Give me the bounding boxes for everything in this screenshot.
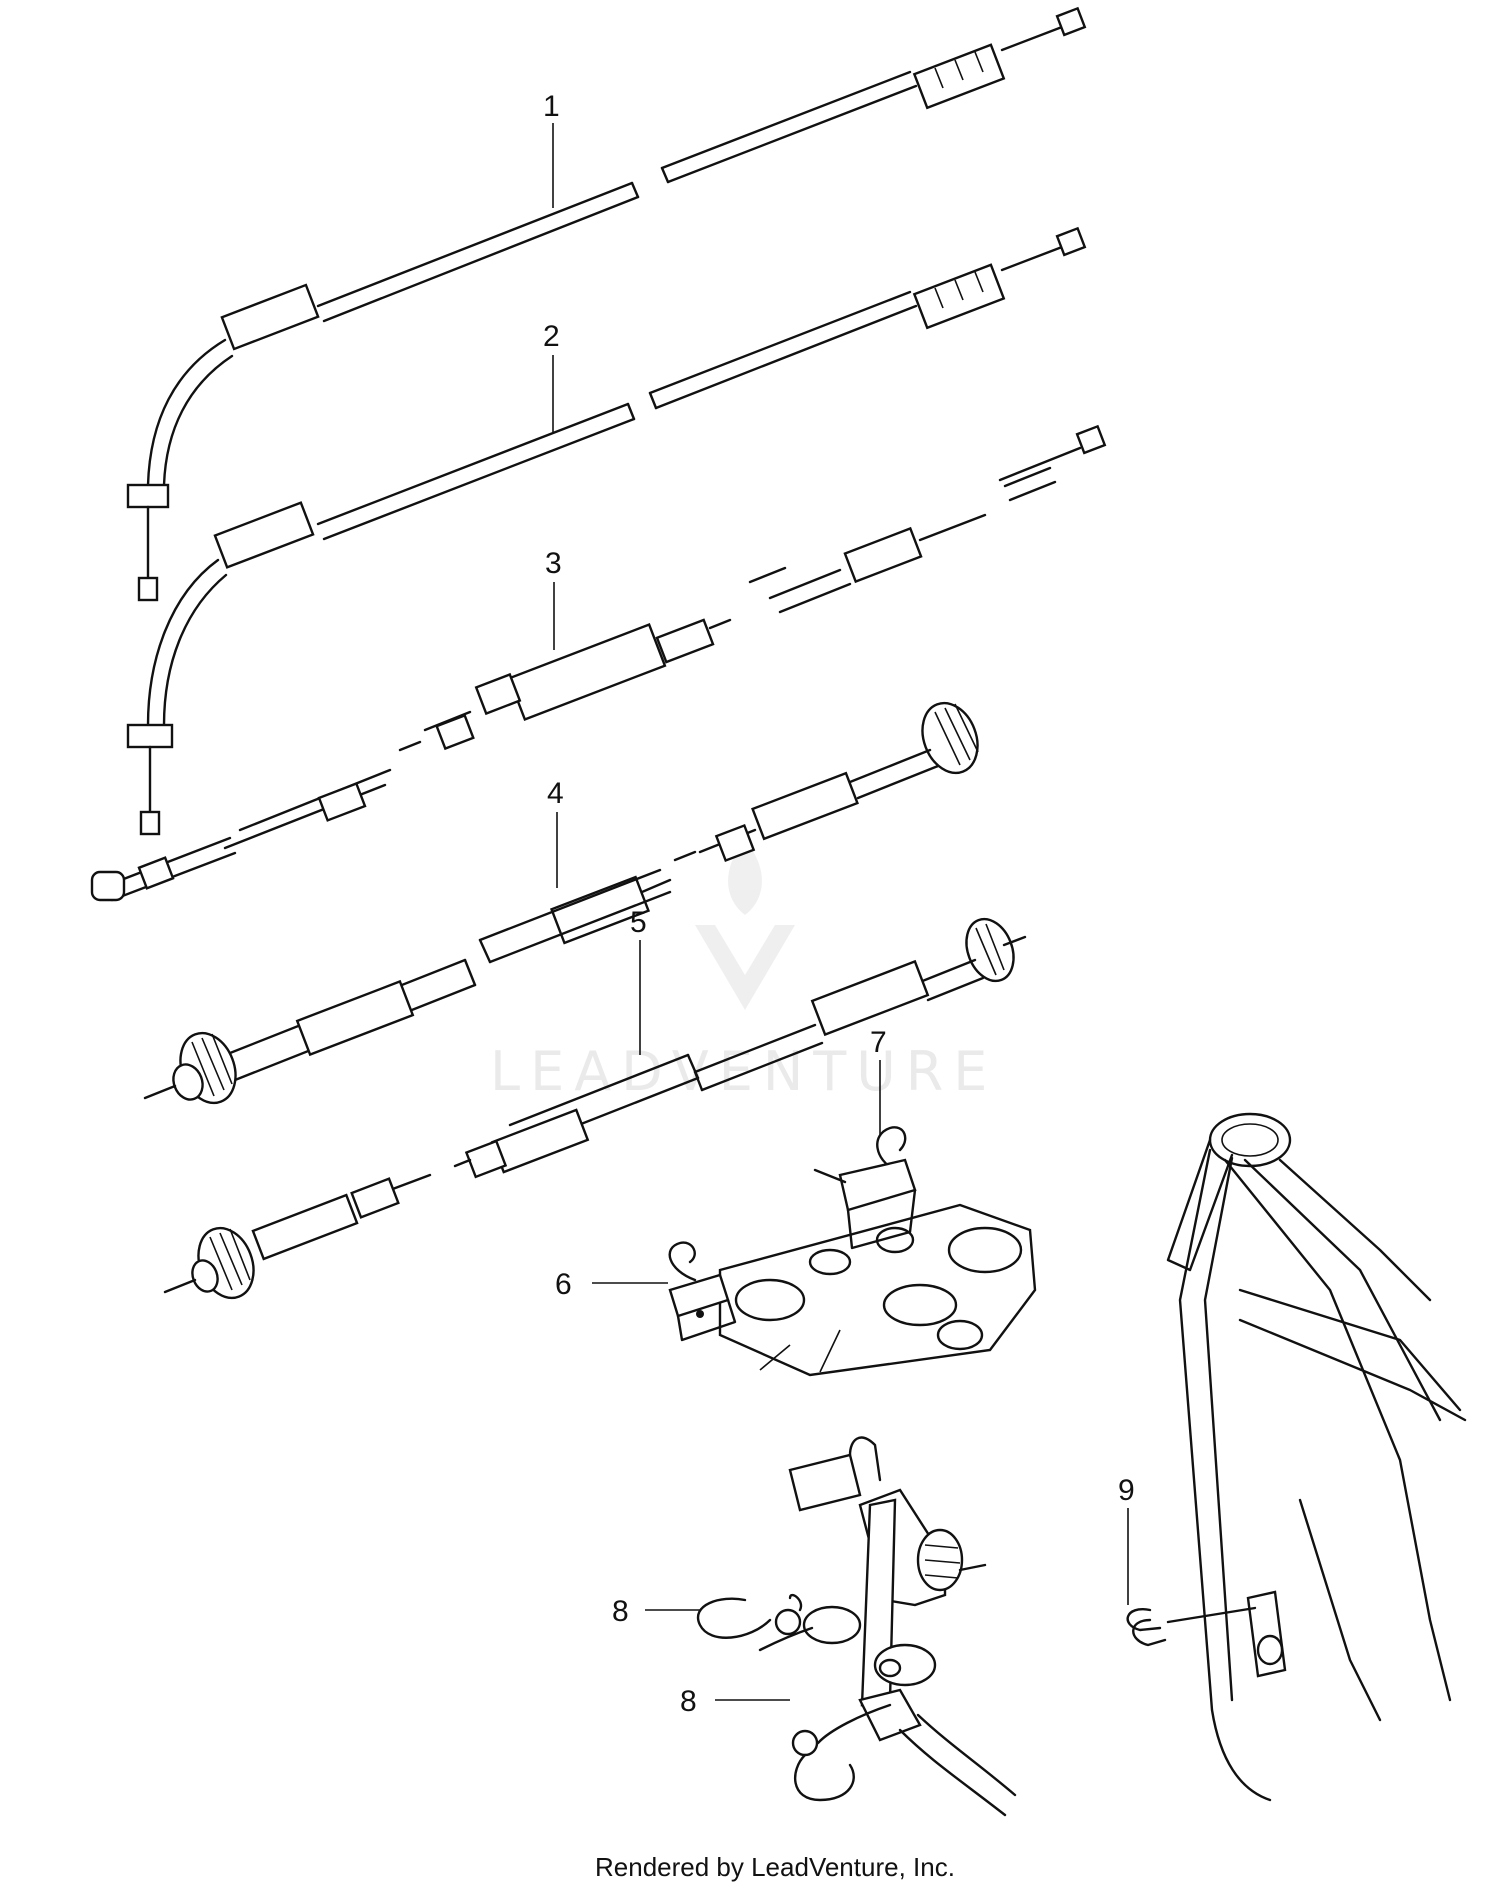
callout-8-lower: 8	[680, 1685, 697, 1718]
watermark: LEADVENTURE	[490, 840, 997, 1103]
part-9-frame-clip	[1126, 1112, 1467, 1802]
callout-3: 3	[545, 547, 562, 580]
callout-7: 7	[870, 1026, 887, 1059]
watermark-text: LEADVENTURE	[490, 1040, 997, 1103]
part-2-cable	[126, 226, 1087, 836]
part-4-speedometer-cable	[143, 701, 979, 1105]
part-3-inner-cable	[90, 424, 1107, 902]
callouts: 1 2 3 4 5 6 7 8 8 9	[543, 90, 1135, 1718]
callout-8-upper: 8	[612, 1595, 629, 1628]
callout-2: 2	[543, 320, 560, 353]
callout-9: 9	[1118, 1474, 1135, 1507]
part-5-tachometer-cable	[163, 917, 1027, 1300]
callout-6: 6	[555, 1268, 572, 1301]
callout-4: 4	[547, 777, 564, 810]
footer-credit: Rendered by LeadVenture, Inc.	[595, 1852, 955, 1882]
leader-lines	[552, 123, 1129, 1701]
callout-1: 1	[543, 90, 560, 123]
part-8-steering-stem	[696, 1436, 1017, 1817]
part-1-cable	[126, 6, 1087, 602]
part-6-7-handlebar-bracket	[668, 1126, 1037, 1377]
leadventure-logo-icon	[695, 840, 795, 1010]
callout-5: 5	[630, 906, 647, 939]
